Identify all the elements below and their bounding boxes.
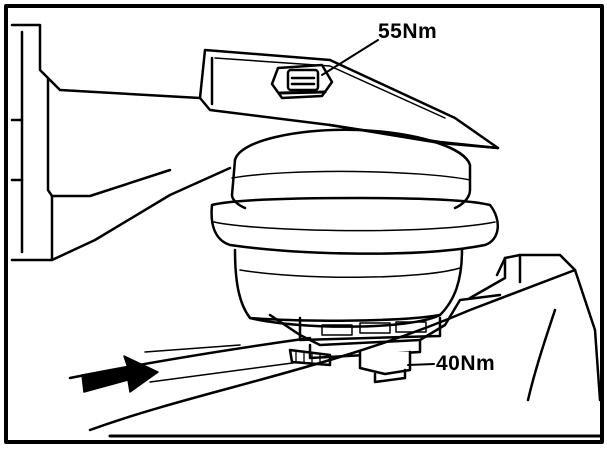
- upper-bolt: [270, 63, 334, 100]
- chassis-rail: [10, 23, 232, 262]
- upper-bracket: [198, 48, 500, 150]
- subframe: [68, 253, 602, 438]
- lower-bracket: [268, 293, 502, 367]
- lower-leader-line: [407, 363, 435, 366]
- diagram-border: [4, 4, 604, 444]
- right-arrow-icon: [81, 355, 159, 393]
- lower-torque-label: 40Nm: [436, 352, 496, 375]
- lower-bolt: [358, 350, 412, 384]
- upper-torque-label: 55Nm: [378, 20, 438, 43]
- upper-leader-line: [321, 39, 379, 76]
- rubber-mount: [210, 128, 499, 328]
